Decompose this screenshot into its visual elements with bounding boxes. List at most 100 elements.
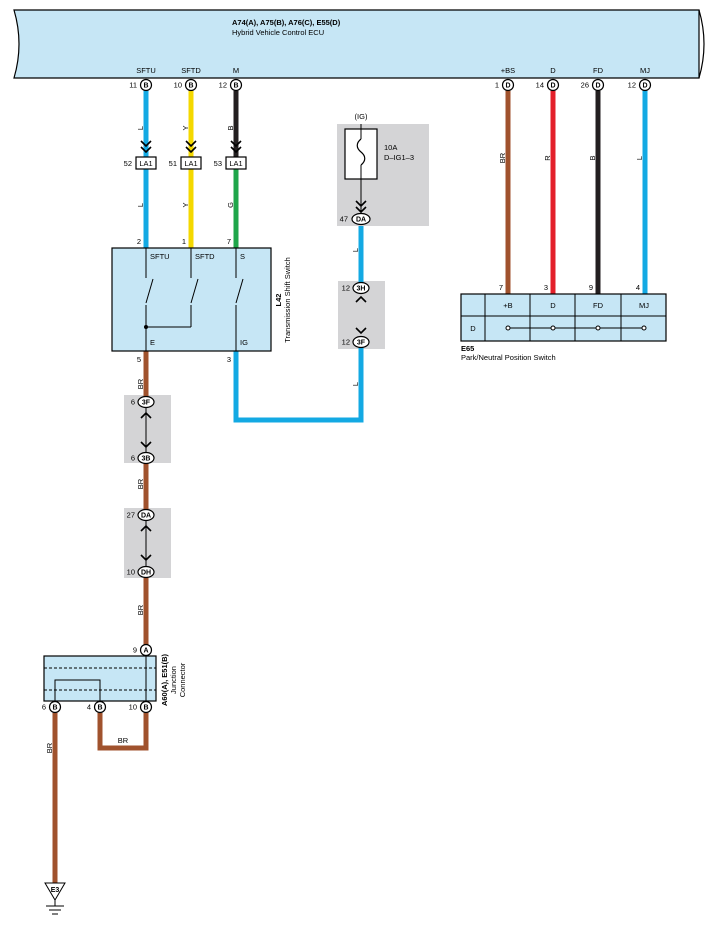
code-jc-loop: BR [118,736,129,745]
svg-text:9: 9 [133,646,137,655]
ecu-pin-name-sftd: SFTD [181,66,201,75]
ecu-pin-name-m: M [233,66,239,75]
svg-text:2: 2 [137,237,141,246]
svg-text:Connector: Connector [178,662,187,697]
code-ground: BR [45,742,54,753]
svg-text:E: E [150,338,155,347]
gnd-junction-2: DA 27 DH 10 [127,508,155,579]
ecu-terminal-fd: D 26 [581,78,605,92]
svg-text:SFTD: SFTD [195,252,215,261]
fuse-rating: 10A [384,143,397,152]
svg-text:D: D [550,301,556,310]
svg-text:10: 10 [129,703,137,712]
fuse-circuit: (IG) [355,112,368,121]
svg-text:6: 6 [42,703,46,712]
svg-text:14: 14 [536,81,544,90]
code-mj: L [635,156,644,160]
svg-text:4: 4 [636,283,640,292]
svg-text:47: 47 [340,215,348,224]
svg-text:12: 12 [342,284,350,293]
svg-text:6: 6 [131,454,135,463]
la1-sftd: LA1 51 [169,140,202,170]
code-sftd-lower: Y [181,202,190,207]
svg-text:B: B [233,83,238,90]
svg-text:51: 51 [169,159,177,168]
ecu-pin-name-fd: FD [593,66,604,75]
svg-text:1: 1 [182,237,186,246]
code-sftu-lower: L [136,203,145,207]
la1-sftu: LA1 52 [124,140,157,170]
fuse-name: D–IG1–3 [384,153,414,162]
ground-icon [44,882,66,901]
svg-text:3: 3 [544,283,548,292]
svg-text:IG: IG [240,338,248,347]
ecu-body [13,9,700,79]
svg-text:12: 12 [628,81,636,90]
svg-text:10: 10 [127,568,135,577]
ecu-pin-name-bs: +BS [501,66,515,75]
svg-text:6: 6 [131,398,135,407]
shift-switch-id: L42 [274,294,283,307]
ecu-terminal-d: D 14 [536,78,560,92]
svg-text:52: 52 [124,159,132,168]
svg-text:D: D [642,83,647,90]
svg-text:12: 12 [219,81,227,90]
wire-ig [233,346,364,423]
code-ig-upper: L [351,248,360,252]
svg-text:3B: 3B [142,456,151,463]
svg-text:DA: DA [356,217,366,224]
ecu-terminal-m: B 12 [219,78,243,92]
ecu-pin-name-d: D [550,66,556,75]
svg-text:9: 9 [589,283,593,292]
gnd-junction-1: 3F 6 3B 6 [131,395,155,465]
code-sftd-upper: Y [181,125,190,130]
svg-text:S: S [240,252,245,261]
code-sftu-upper: L [136,126,145,130]
svg-text:A: A [143,648,148,655]
svg-text:27: 27 [127,511,135,520]
svg-text:B: B [143,705,148,712]
svg-text:LA1: LA1 [229,159,242,168]
wire-jc-loop [97,713,149,751]
svg-text:5: 5 [137,355,141,364]
ig-junction: 3H 12 3F 12 [342,281,370,349]
svg-text:DA: DA [141,513,151,520]
pnp-switch-name: Park/Neutral Position Switch [461,353,556,362]
svg-text:B: B [188,83,193,90]
svg-text:SFTU: SFTU [150,252,170,261]
svg-text:4: 4 [87,703,91,712]
svg-text:B: B [52,705,57,712]
svg-text:E3: E3 [51,887,60,894]
fuse-block: (IG) 10A D–IG1–3 DA 47 [340,112,414,226]
ecu-terminals: B 11 B 10 B 12 D 1 D 14 D 26 [129,78,652,92]
pnp-switch-body [460,293,667,342]
svg-text:D: D [470,324,476,333]
svg-text:D: D [505,83,510,90]
code-e-2: BR [136,478,145,489]
ecu-pin-name-sftu: SFTU [136,66,156,75]
code-m-lower: G [226,202,235,208]
code-bs: BR [498,152,507,163]
ecu-name: Hybrid Vehicle Control ECU [232,28,324,37]
svg-text:+B: +B [503,301,512,310]
la1-connectors: LA1 52 LA1 51 LA1 53 [124,140,247,170]
junction-connector: A 9 B 6 B 4 B 10 A60(A), E51(B) Junction… [42,643,187,714]
code-ig-lower: L [351,382,360,386]
ecu-terminal-mj: D 12 [628,78,652,92]
svg-text:LA1: LA1 [139,159,152,168]
ecu-pin-name-mj: MJ [640,66,650,75]
svg-text:B: B [143,83,148,90]
code-d: R [543,155,552,161]
svg-text:DH: DH [141,570,151,577]
ecu-terminal-bs: D 1 [495,78,515,92]
ecu-block: A74(A), A75(B), A76(C), E55(D) Hybrid Ve… [13,9,705,79]
ecu-terminal-sftu: B 11 [129,78,153,92]
svg-text:FD: FD [593,301,604,310]
svg-text:7: 7 [227,237,231,246]
la1-m: LA1 53 [214,140,247,170]
svg-text:D: D [550,83,555,90]
svg-text:1: 1 [495,81,499,90]
code-fd: B [588,155,597,160]
svg-text:D: D [595,83,600,90]
